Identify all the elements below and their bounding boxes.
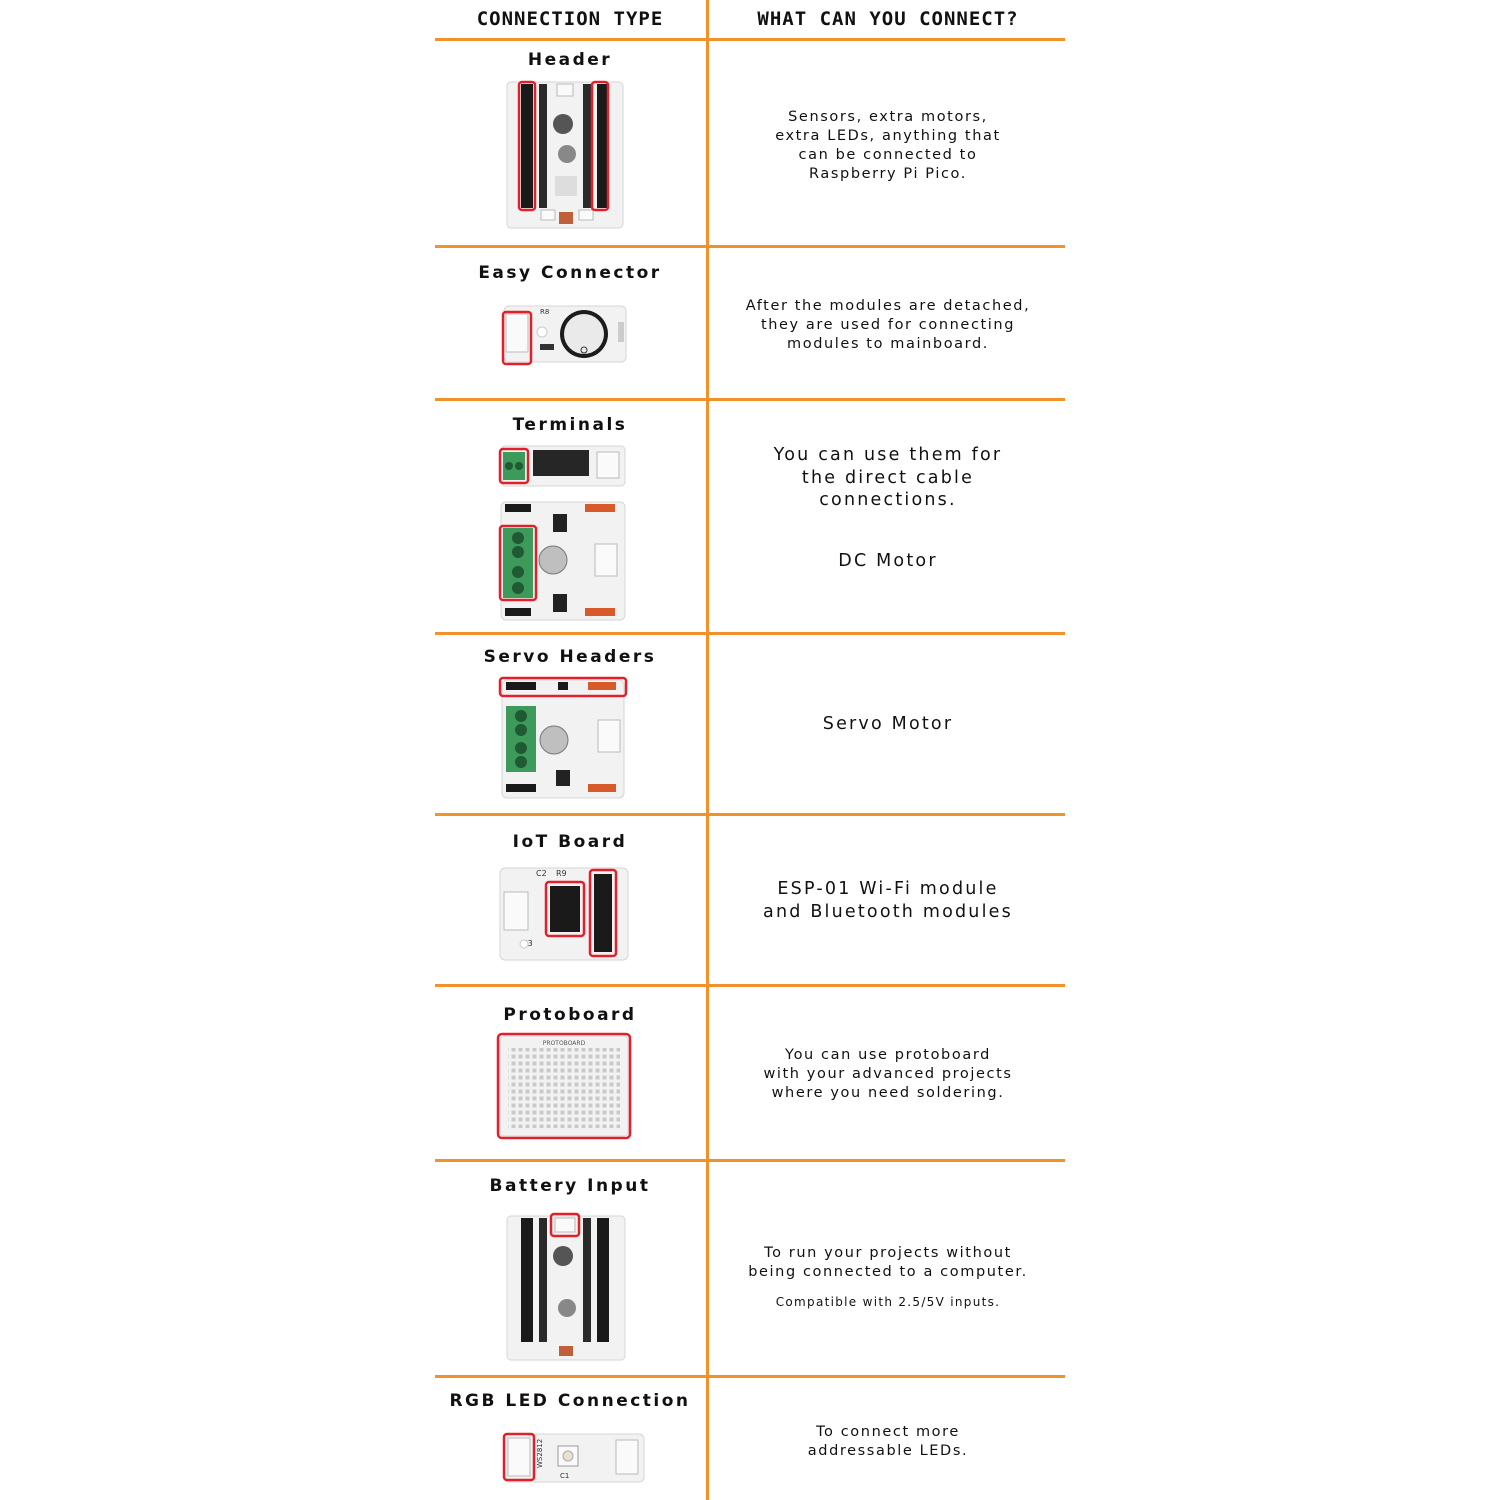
row-title-protoboard: Protoboard bbox=[503, 1005, 637, 1025]
row-title-servo-headers: Servo Headers bbox=[483, 647, 657, 667]
row-note-battery-input: Compatible with 2.5/5V inputs. bbox=[775, 1295, 1001, 1309]
desc-line: being connected to a computer. bbox=[748, 1264, 1028, 1280]
terminal-block-boards-image bbox=[498, 445, 626, 621]
desc-line: To run your projects without bbox=[764, 1245, 1012, 1261]
column-divider bbox=[706, 0, 709, 1500]
protoboard-image: PROTOBOARD bbox=[496, 1032, 632, 1140]
desc-line: where you need soldering. bbox=[771, 1085, 1005, 1101]
row-desc-easy-connector: After the modules are detached, they are… bbox=[712, 297, 1064, 354]
desc-line: Raspberry Pi Pico. bbox=[809, 166, 967, 182]
desc-line: and Bluetooth modules bbox=[763, 901, 1013, 922]
row-desc-iot-board: ESP-01 Wi-Fi module and Bluetooth module… bbox=[712, 878, 1064, 923]
desc-line: modules to mainboard. bbox=[787, 336, 989, 352]
row-desc-battery-input: To run your projects without being conne… bbox=[712, 1244, 1064, 1282]
buzzer-module-image: R8 bbox=[501, 305, 627, 366]
desc-line: connections. bbox=[819, 490, 957, 510]
pico-mainboard-header-image bbox=[506, 80, 624, 229]
row-divider bbox=[435, 398, 1065, 401]
row-divider bbox=[435, 984, 1065, 987]
desc-line: ESP-01 Wi-Fi module bbox=[777, 879, 999, 899]
row-divider bbox=[435, 245, 1065, 248]
desc-line: they are used for connecting bbox=[760, 317, 1016, 333]
row-title-battery-input: Battery Input bbox=[489, 1176, 651, 1196]
desc-line: Sensors, extra motors, bbox=[788, 109, 988, 125]
row-divider bbox=[435, 38, 1065, 41]
row-title-rgb-led-connection: RGB LED Connection bbox=[449, 1391, 691, 1411]
row-title-header: Header bbox=[527, 50, 613, 70]
row-divider bbox=[435, 1375, 1065, 1378]
board-label: PROTOBOARD bbox=[543, 1040, 586, 1047]
board-label: C1 bbox=[560, 1472, 569, 1480]
board-label: R9 bbox=[556, 869, 567, 878]
column-header-connection-type: CONNECTION TYPE bbox=[476, 8, 664, 30]
motor-driver-servo-header-image bbox=[498, 676, 628, 799]
row-desc-protoboard: You can use protoboard with your advance… bbox=[712, 1046, 1064, 1103]
desc-line: extra LEDs, anything that bbox=[775, 128, 1001, 144]
row-divider bbox=[435, 632, 1065, 635]
desc-line: can be connected to bbox=[798, 147, 978, 163]
desc-line: with your advanced projects bbox=[763, 1066, 1013, 1082]
column-header-what-can-you-connect: WHAT CAN YOU CONNECT? bbox=[757, 8, 1019, 30]
row-desc-servo-headers: Servo Motor bbox=[712, 713, 1064, 736]
row-title-terminals: Terminals bbox=[512, 415, 628, 435]
iot-board-image: C2 R9 C3 bbox=[499, 867, 629, 961]
board-label: C2 bbox=[536, 869, 547, 878]
row-divider bbox=[435, 813, 1065, 816]
row-extra-dc-motor: DC Motor bbox=[838, 551, 938, 571]
battery-input-board-image bbox=[506, 1212, 626, 1361]
desc-line: After the modules are detached, bbox=[745, 298, 1031, 314]
row-title-iot-board: IoT Board bbox=[512, 832, 628, 852]
desc-line: addressable LEDs. bbox=[807, 1443, 969, 1459]
desc-line: Servo Motor bbox=[822, 714, 954, 734]
row-desc-header: Sensors, extra motors, extra LEDs, anyth… bbox=[712, 108, 1064, 184]
board-label: WS2812 bbox=[536, 1439, 544, 1468]
desc-line: You can use protoboard bbox=[785, 1047, 991, 1063]
desc-line: You can use them for bbox=[773, 445, 1003, 465]
rgb-led-module-image: WS2812 C1 bbox=[502, 1432, 645, 1483]
board-label: R8 bbox=[540, 308, 549, 316]
row-desc-rgb-led-connection: To connect more addressable LEDs. bbox=[712, 1423, 1064, 1461]
row-desc-terminals: You can use them for the direct cable co… bbox=[712, 444, 1064, 512]
row-title-easy-connector: Easy Connector bbox=[478, 263, 662, 283]
row-divider bbox=[435, 1159, 1065, 1162]
desc-line: To connect more bbox=[816, 1424, 960, 1440]
desc-line: the direct cable bbox=[801, 467, 975, 488]
